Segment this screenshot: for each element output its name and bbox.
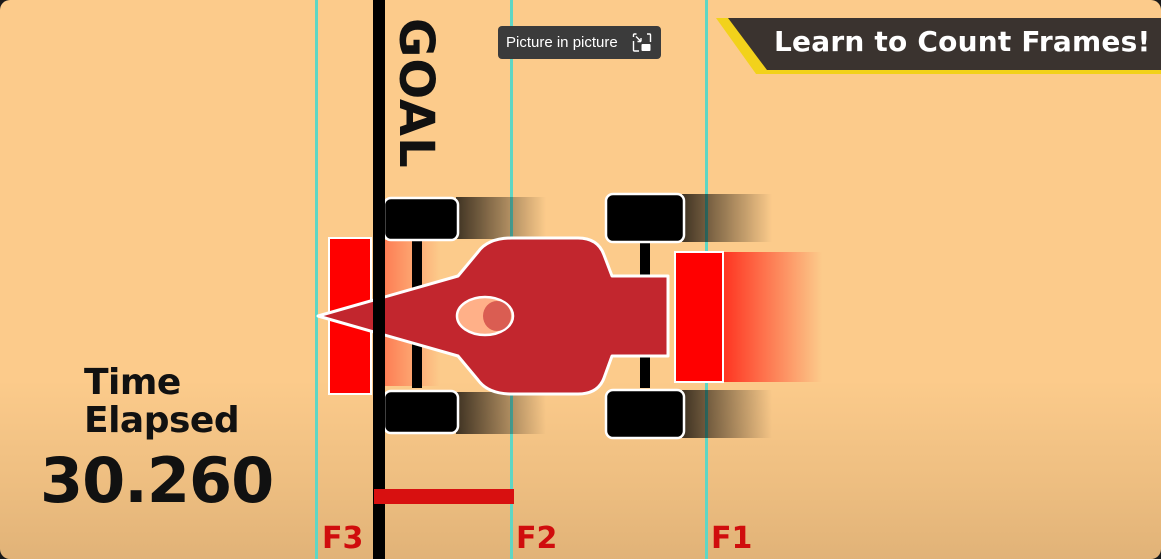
front-tire-top xyxy=(382,196,460,242)
picture-in-picture-label: Picture in picture xyxy=(506,34,618,51)
distance-marker xyxy=(374,489,514,504)
rear-tire-bottom xyxy=(604,388,686,440)
rear-wing xyxy=(674,251,724,383)
front-tire-top-blur xyxy=(456,197,546,239)
rear-tire-top-blur xyxy=(682,194,772,242)
banner-background xyxy=(728,18,1161,70)
bottom-shade xyxy=(0,379,1161,559)
frame-line-f3 xyxy=(315,0,318,559)
goal-label: GOAL xyxy=(388,18,444,169)
time-elapsed-value: 30.260 xyxy=(40,444,274,517)
title-banner: Learn to Count Frames! xyxy=(716,18,1161,74)
picture-in-picture-icon xyxy=(632,33,652,52)
picture-in-picture-button[interactable]: Picture in picture xyxy=(498,26,661,59)
frame-label-f1: F1 xyxy=(711,521,753,556)
time-elapsed-label: Time Elapsed xyxy=(84,362,240,441)
cockpit-shadow xyxy=(483,301,511,331)
banner-title: Learn to Count Frames! xyxy=(774,25,1151,58)
frame-label-f3: F3 xyxy=(322,521,364,556)
frame-label-f2: F2 xyxy=(516,521,558,556)
rear-wing-blur xyxy=(722,252,822,382)
time-label-line2: Elapsed xyxy=(84,400,240,441)
front-tire-bottom xyxy=(382,389,460,435)
rear-tire-bottom-blur xyxy=(682,390,772,438)
front-tire-bottom-blur xyxy=(456,392,546,434)
goal-line xyxy=(373,0,385,559)
rear-tire-top xyxy=(604,192,686,244)
time-label-line1: Time xyxy=(84,362,181,403)
